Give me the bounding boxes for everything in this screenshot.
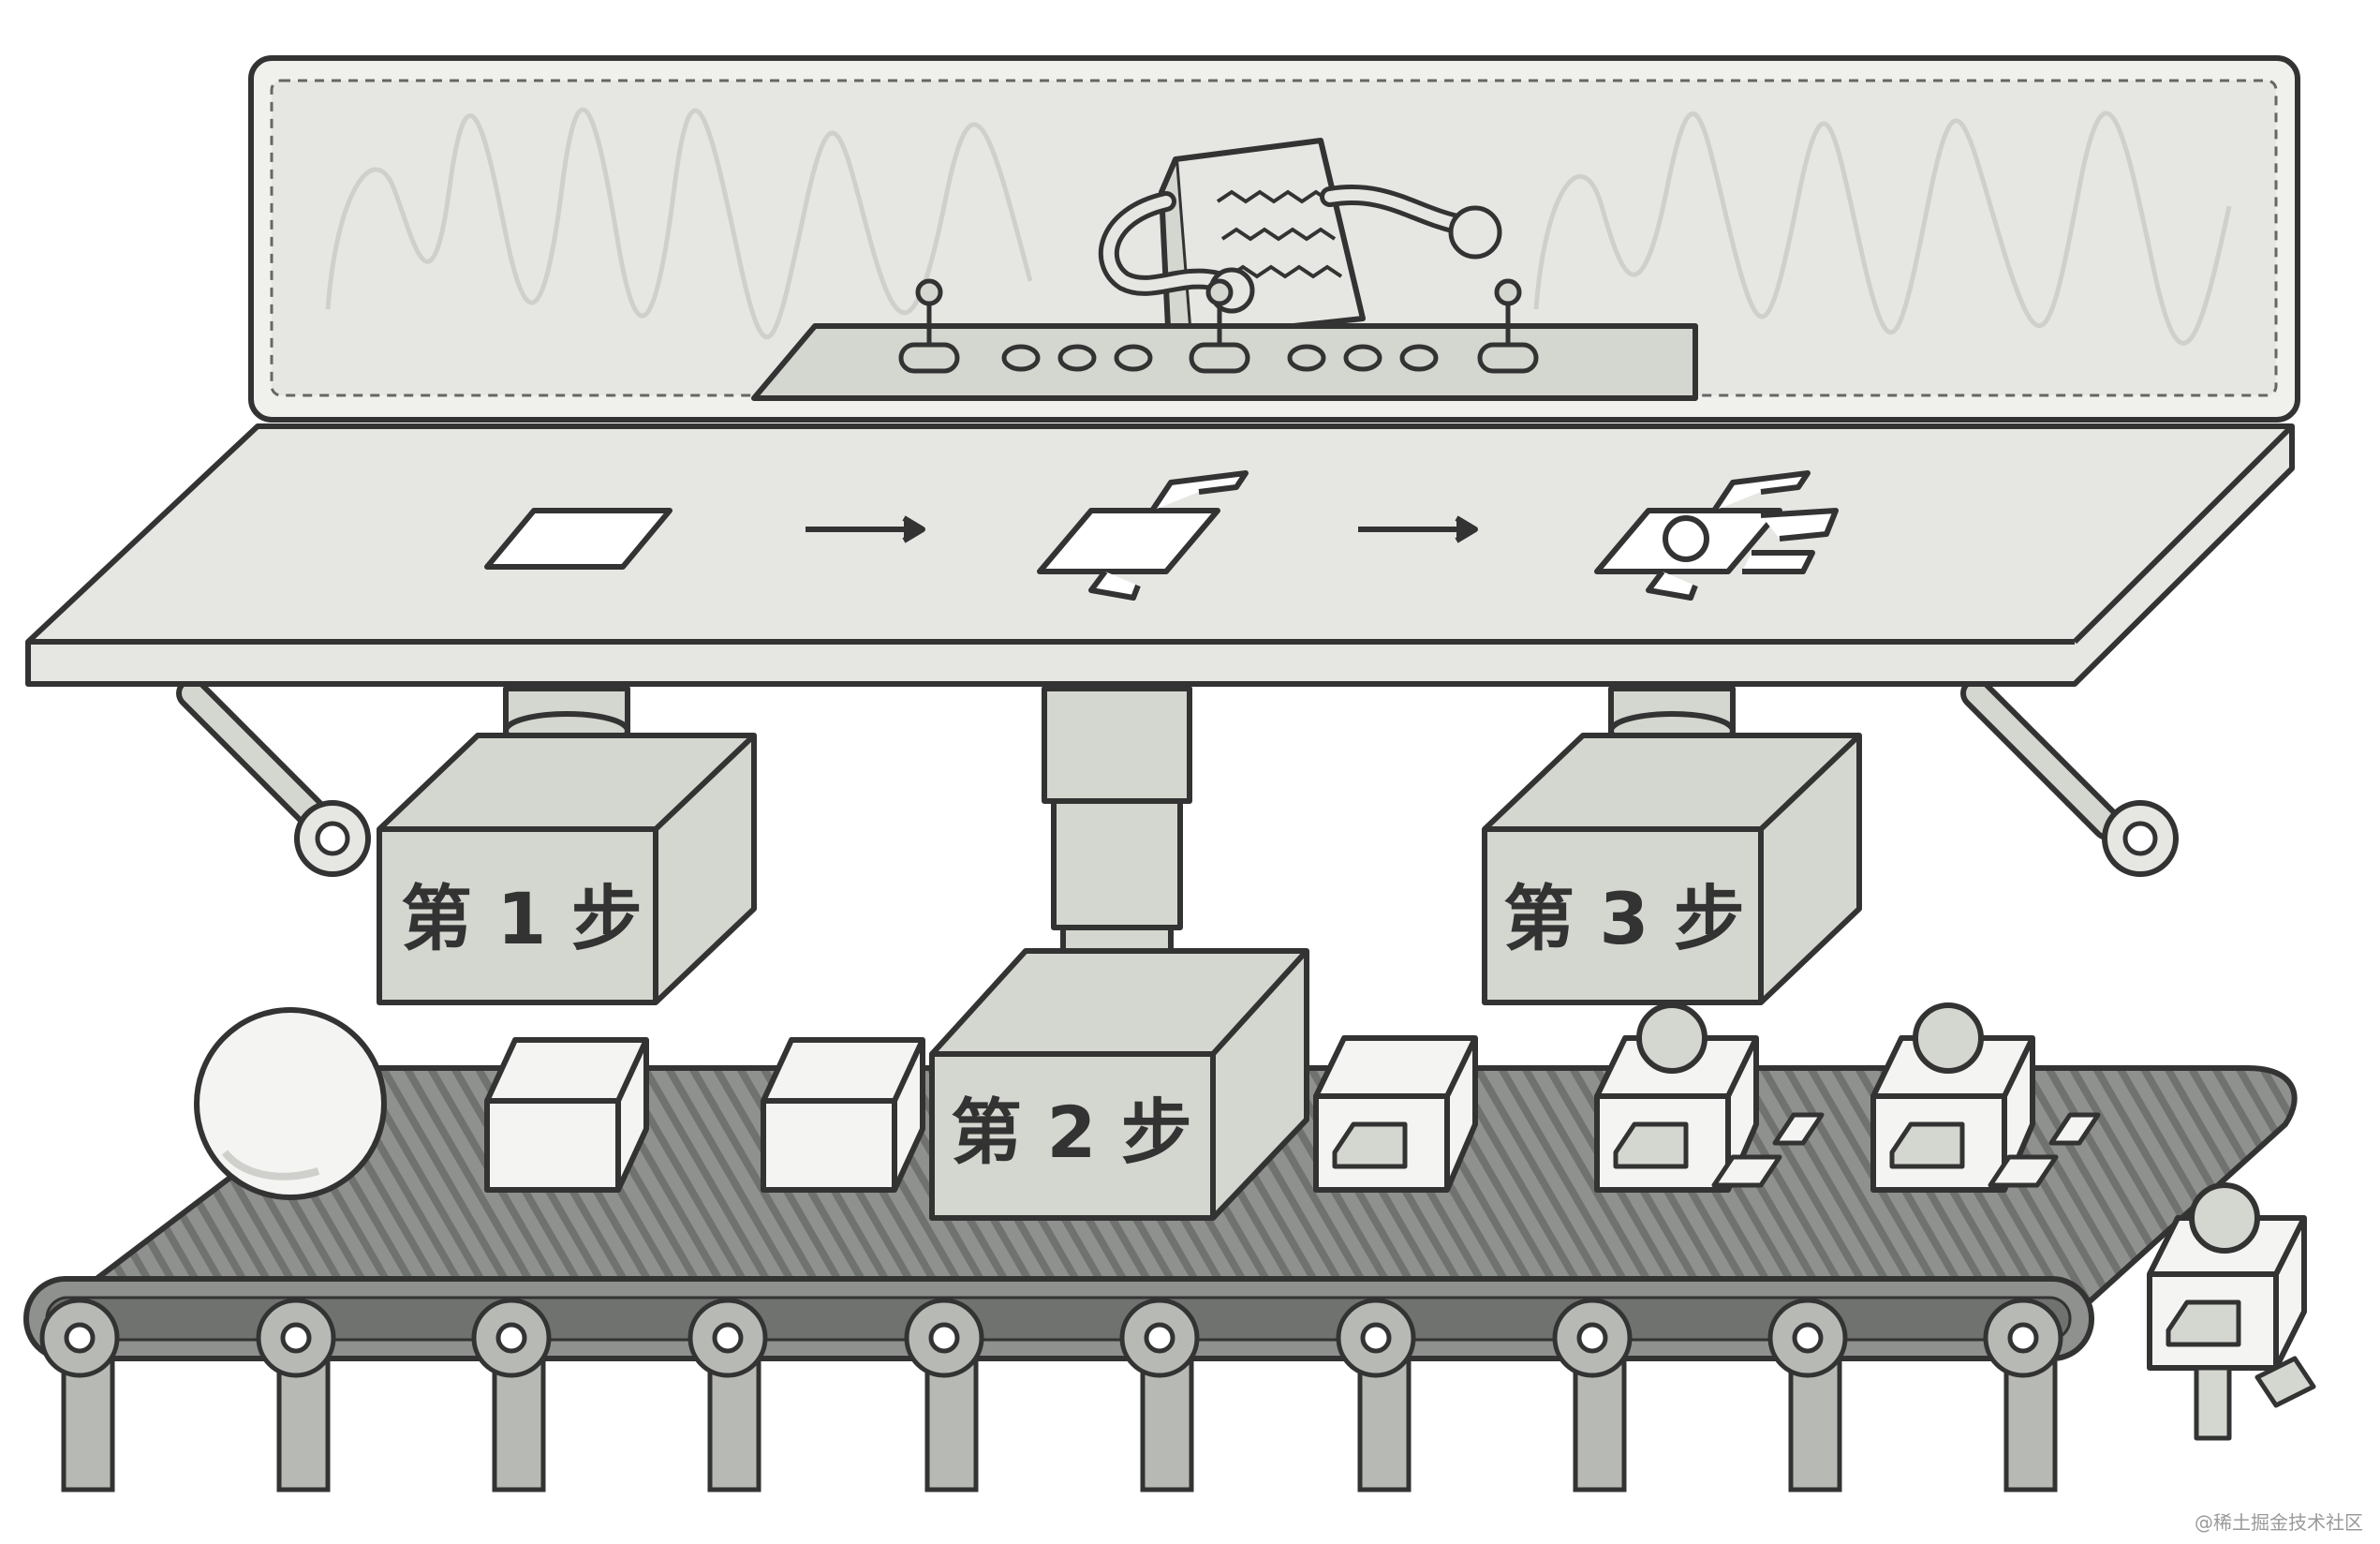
belt-items xyxy=(194,1002,2316,1441)
cube-icon xyxy=(484,1037,649,1193)
conveyor-legs xyxy=(61,1356,2058,1492)
arrow-right-icon xyxy=(1358,515,1478,543)
step-2-label: 第 2 步 xyxy=(951,1091,1192,1174)
conveyor-rollers xyxy=(39,1298,2063,1378)
robot-product-icon xyxy=(1870,1002,2101,1193)
step-3-label: 第 3 步 xyxy=(1503,877,1745,960)
cube-icon xyxy=(761,1037,925,1193)
ball-icon xyxy=(194,1007,387,1200)
control-panel-icon xyxy=(751,278,1698,401)
step-1-press: 第 1 步 xyxy=(377,686,757,1005)
watermark: @稀土掘金技术社区 xyxy=(2195,1511,2363,1534)
step-3-press: 第 3 步 xyxy=(1482,686,1862,1005)
robot-product-icon xyxy=(1594,1002,1825,1193)
robot-product-icon xyxy=(2147,1182,2316,1441)
step-2-press: 第 2 步 xyxy=(929,686,1309,1221)
arrow-right-icon xyxy=(806,515,925,543)
support-arms xyxy=(176,677,2179,877)
process-diagram xyxy=(484,470,1839,601)
robot-product-icon xyxy=(1313,1035,1478,1193)
step-1-label: 第 1 步 xyxy=(401,877,643,960)
